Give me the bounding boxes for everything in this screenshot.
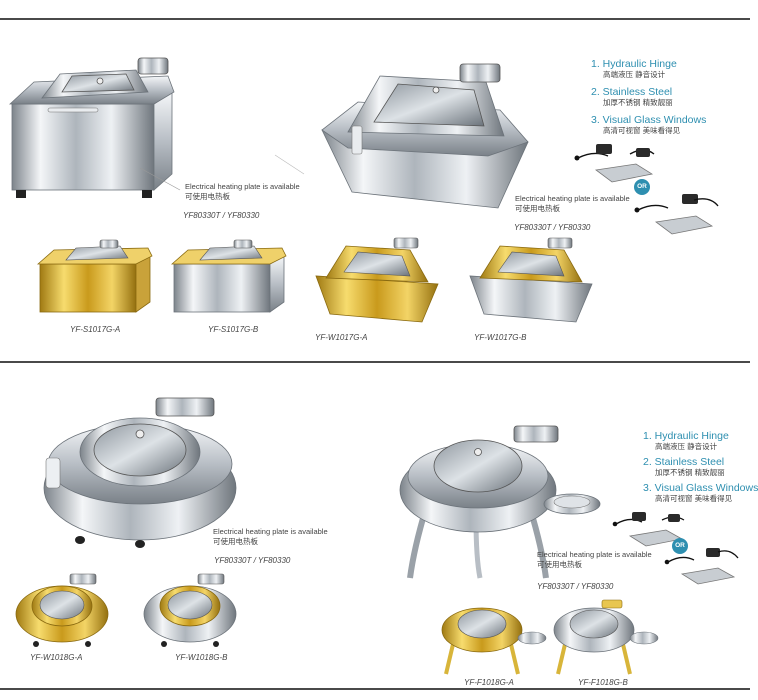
variant-f1018g-b — [548, 596, 659, 676]
caption-s1017g-b: YF-S1017G-B — [208, 325, 259, 334]
caption-w1018g-b: YF-W1018G-B — [175, 653, 228, 662]
variant-w1018g-b — [140, 568, 240, 648]
feature-item: 2. Stainless Steel 加厚不锈钢 精致靓丽 — [643, 456, 725, 477]
pointer-line-1 — [139, 154, 305, 191]
variant-s1017g-b — [170, 239, 290, 320]
caption-w1018g-a: YF-W1018G-A — [30, 653, 83, 662]
main-model-caption-1: YF80330T / YF80330 — [183, 211, 260, 220]
caption-w1017g-b: YF-W1017G-B — [474, 333, 527, 342]
feature-item: 1. Hydraulic Hinge 高端液压 静音设计 — [591, 58, 677, 79]
variant-w1017g-b — [466, 236, 596, 326]
main-model-caption-3: YF80330T / YF80330 — [214, 556, 291, 565]
caption-f1018g-b: YF-F1018G-B — [578, 678, 628, 687]
variant-s1017g-a — [36, 239, 156, 320]
round-chafer-main-large — [40, 388, 240, 553]
heating-note-4: Electrical heating plate is available 可使… — [537, 550, 652, 569]
heating-plate-image-2 — [634, 192, 724, 242]
main-model-caption-4: YF80330T / YF80330 — [537, 582, 614, 591]
round-chafer-stand-main — [396, 418, 616, 588]
square-chafer-main-large — [8, 52, 178, 202]
variant-w1018g-a — [12, 568, 112, 648]
heating-note-3: Electrical heating plate is available 可使… — [213, 527, 328, 546]
feature-list-bottom: 1. Hydraulic Hinge 高端液压 静音设计 2. Stainles… — [643, 430, 758, 504]
main-model-caption-2: YF80330T / YF80330 — [514, 223, 591, 232]
feature-item: 1. Hydraulic Hinge 高端液压 静音设计 — [643, 430, 729, 451]
heating-note-1: Electrical heating plate is available 可使… — [185, 182, 300, 201]
feature-item: 3. Visual Glass Windows 高清可视窗 美味看得见 — [643, 482, 758, 503]
variant-f1018g-a — [436, 596, 547, 676]
or-badge-bottom: OR — [672, 538, 688, 554]
middle-border — [0, 361, 750, 363]
feature-item: 3. Visual Glass Windows 高清可视窗 美味看得见 — [591, 114, 707, 135]
top-border — [0, 18, 750, 20]
feature-item: 2. Stainless Steel 加厚不锈钢 精致靓丽 — [591, 86, 673, 107]
caption-w1017g-a: YF-W1017G-A — [315, 333, 368, 342]
square-chafer-main-angle — [318, 52, 529, 222]
or-badge-top: OR — [634, 179, 650, 195]
bottom-border — [0, 688, 750, 690]
feature-list-top: 1. Hydraulic Hinge 高端液压 静音设计 2. Stainles… — [591, 58, 706, 136]
heating-note-2: Electrical heating plate is available 可使… — [515, 194, 630, 213]
caption-s1017g-a: YF-S1017G-A — [70, 325, 121, 334]
heating-plate-image-1 — [574, 140, 664, 190]
caption-f1018g-a: YF-F1018G-A — [464, 678, 514, 687]
heating-plate-image-4 — [664, 546, 744, 592]
variant-w1017g-a — [312, 236, 442, 326]
